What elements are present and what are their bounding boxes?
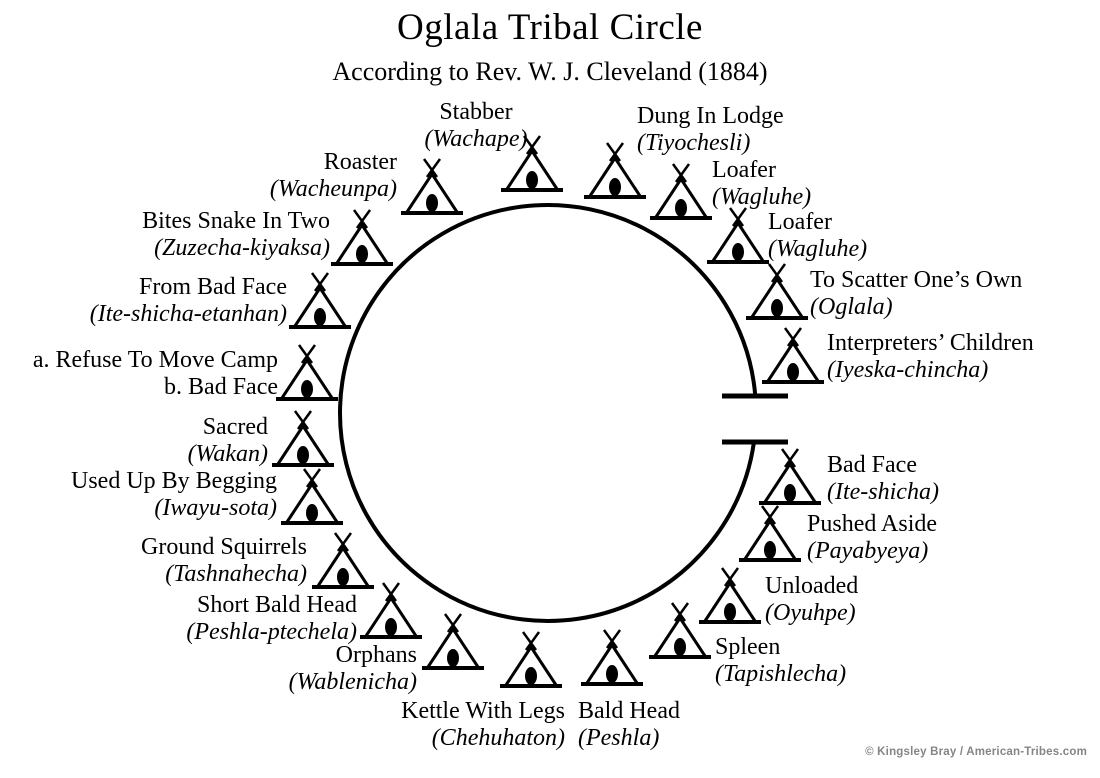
tipi-icon-sacred: [272, 410, 334, 467]
tipi-poles: [293, 410, 313, 430]
tipi-triangle: [280, 357, 334, 399]
tipi-poles: [333, 532, 353, 552]
tipi-poles: [521, 631, 541, 651]
tipi-door: [306, 504, 318, 522]
tipi-triangle: [703, 580, 757, 622]
tipi-poles: [443, 613, 463, 633]
tipi-triangle: [743, 518, 797, 560]
tipi-poles: [522, 135, 542, 155]
tipi-icon-loafer-north: [650, 163, 712, 220]
tipi-door: [526, 171, 538, 189]
tipi-triangle: [653, 615, 707, 657]
tipi-door: [606, 665, 618, 683]
tipi-triangle: [293, 285, 347, 327]
tipi-icon-pushed-aside: [739, 505, 801, 562]
tipi-triangle: [766, 340, 820, 382]
tipi-icon-spleen: [649, 602, 711, 659]
tipi-icon-loafer-south: [707, 207, 769, 264]
tipi-door: [732, 243, 744, 261]
tipi-icon-stabber: [501, 135, 563, 192]
tipi-icon-unloaded: [699, 567, 761, 624]
tipi-poles: [422, 158, 442, 178]
tipi-poles: [605, 142, 625, 162]
tipi-icon-used-up-by-begging: [281, 468, 343, 525]
tipi-poles: [728, 207, 748, 227]
tipi-triangle: [711, 220, 765, 262]
tipi-triangle: [426, 626, 480, 668]
tipi-poles: [670, 602, 690, 622]
tipi-triangle: [585, 642, 639, 684]
tipi-door: [385, 618, 397, 636]
tipi-icon-short-bald-head: [360, 582, 422, 639]
camp-circle: [338, 203, 758, 623]
tipi-triangle: [285, 481, 339, 523]
tipi-triangle: [505, 148, 559, 190]
tipi-triangle: [763, 461, 817, 503]
tipi-door: [675, 199, 687, 217]
tipi-poles: [760, 505, 780, 525]
tipi-icon-bites-snake-in-two: [331, 209, 393, 266]
tipi-icon-refuse-to-move-camp-bad-face: [276, 344, 338, 401]
tipi-icon-bad-face: [759, 448, 821, 505]
credit-text: © Kingsley Bray / American-Tribes.com: [865, 746, 1087, 758]
tipi-triangle: [276, 423, 330, 465]
tipi-icon-from-bad-face: [289, 272, 351, 329]
tipi-icon-bald-head: [581, 629, 643, 686]
page-title: Oglala Tribal Circle: [397, 7, 703, 48]
tipi-door: [314, 308, 326, 326]
tipi-triangle: [316, 545, 370, 587]
tipi-icon-kettle-with-legs: [500, 631, 562, 688]
tipi-door: [609, 178, 621, 196]
tipi-icon-to-scatter-ones-own: [746, 263, 808, 320]
tipi-poles: [297, 344, 317, 364]
tipi-triangle: [750, 276, 804, 318]
tipi-poles: [302, 468, 322, 488]
tipi-poles: [767, 263, 787, 283]
tipi-triangle: [335, 222, 389, 264]
tipi-poles: [602, 629, 622, 649]
tipi-door: [301, 380, 313, 398]
tipi-icon-ground-squirrels: [312, 532, 374, 589]
tipi-door: [525, 667, 537, 685]
tipi-triangle: [364, 595, 418, 637]
tipi-poles: [381, 582, 401, 602]
tipi-door: [787, 363, 799, 381]
tipi-triangle: [588, 155, 642, 197]
tipi-door: [356, 245, 368, 263]
tipi-door: [764, 541, 776, 559]
tipi-icon-orphans: [422, 613, 484, 670]
tipi-icon-roaster: [401, 158, 463, 215]
tipi-door: [426, 194, 438, 212]
tipi-door: [447, 649, 459, 667]
tipi-poles: [783, 327, 803, 347]
tipi-poles: [720, 567, 740, 587]
tipi-poles: [780, 448, 800, 468]
tipi-poles: [671, 163, 691, 183]
tipi-door: [337, 568, 349, 586]
tipi-icon-interpreters-children: [762, 327, 824, 384]
tipi-triangle: [504, 644, 558, 686]
tipi-icon-dung-in-lodge: [584, 142, 646, 199]
tipi-door: [784, 484, 796, 502]
tipi-door: [771, 299, 783, 317]
tipi-door: [297, 446, 309, 464]
tipi-door: [724, 603, 736, 621]
tipi-poles: [352, 209, 372, 229]
tipi-triangle: [405, 171, 459, 213]
tipi-door: [674, 638, 686, 656]
page-subtitle: According to Rev. W. J. Cleveland (1884): [332, 57, 768, 86]
tipi-triangle: [654, 176, 708, 218]
tipi-poles: [310, 272, 330, 292]
